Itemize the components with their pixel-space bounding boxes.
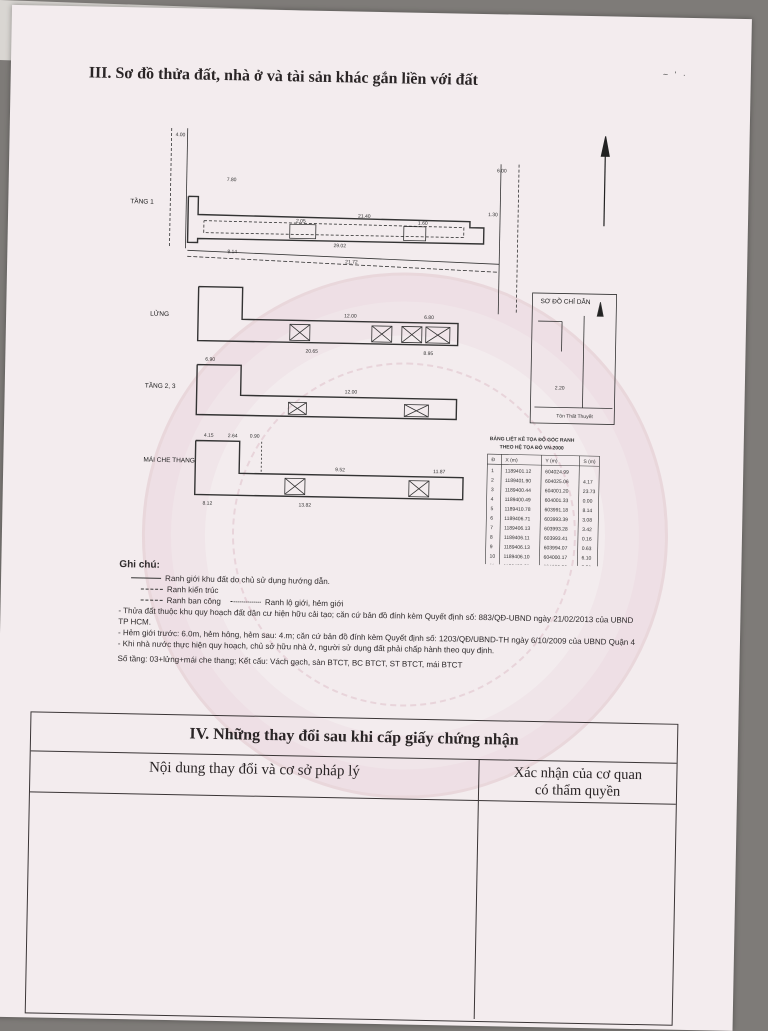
certificate-page: ~ ʹ · III. Sơ đồ thửa đất, nhà ở và tài … [0, 5, 752, 1031]
svg-text:6.80: 6.80 [424, 315, 434, 321]
table-cell: 1189401.90 [505, 478, 531, 485]
table-cell: 604000.17 [543, 555, 567, 561]
table-cell: 603994.07 [544, 545, 568, 551]
north-arrow-icon [600, 136, 610, 226]
table-cell: 1189406.13 [504, 525, 530, 532]
table-cell: 1189401.12 [505, 468, 531, 475]
table-cell: 603991.18 [544, 507, 568, 513]
svg-text:6.00: 6.00 [497, 168, 507, 174]
table-cell: 7 [490, 525, 493, 531]
svg-text:THEO HỆ TỌA ĐỘ VN-2000: THEO HỆ TỌA ĐỘ VN-2000 [500, 442, 564, 451]
table-cell: 9 [490, 544, 493, 550]
table-cell: 6.10 [581, 555, 591, 561]
notes-section: Ghi chú: Ranh giới khu đất do chủ sử dụn… [117, 559, 639, 674]
table-cell: 5 [490, 506, 493, 512]
svg-text:2.20: 2.20 [555, 385, 565, 391]
svg-text:2.64: 2.64 [228, 433, 238, 439]
table-header-cell: X (m) [505, 457, 518, 463]
table-header-cell: Đ [491, 457, 495, 463]
table-cell: 603993.41 [544, 536, 568, 542]
land-plot-diagram: SƠ ĐỒ CHỈ DẪN Tôn Thất Thuyết TẦNG 1 LỬN… [101, 117, 629, 567]
table-cell: 1 [491, 468, 494, 474]
column-header-confirmation: Xác nhận của cơ quan có thẩm quyền [479, 760, 677, 804]
table-cell: 604024.99 [545, 469, 569, 475]
svg-text:6.90: 6.90 [205, 357, 215, 363]
changes-cell [26, 792, 479, 1019]
svg-text:21.40: 21.40 [358, 214, 371, 220]
svg-text:MÁI CHE THANG: MÁI CHE THANG [143, 455, 195, 465]
table-cell: 4.17 [583, 479, 593, 485]
svg-text:SƠ ĐỒ CHỈ DẪN: SƠ ĐỒ CHỈ DẪN [540, 295, 590, 306]
table-cell: 0.63 [582, 546, 592, 552]
table-cell: 3.42 [582, 527, 592, 533]
table-cell: 1189400.49 [505, 497, 531, 504]
svg-text:BẢNG LIỆT KÊ TỌA ĐỘ GÓC RANH: BẢNG LIỆT KÊ TỌA ĐỘ GÓC RANH [490, 434, 575, 444]
table-cell: 604001.33 [545, 498, 569, 504]
svg-text:11.87: 11.87 [433, 469, 445, 475]
svg-text:13.82: 13.82 [298, 502, 311, 508]
table-cell: 6 [490, 516, 493, 522]
svg-text:12.00: 12.00 [345, 389, 358, 395]
svg-text:8.12: 8.12 [202, 501, 212, 507]
table-cell: 1189400.44 [505, 487, 531, 494]
direction-map [530, 293, 616, 425]
table-cell: 1189406.10 [504, 554, 530, 561]
confirmation-line-2: có thẩm quyền [479, 781, 676, 802]
svg-text:12.00: 12.00 [344, 313, 357, 319]
table-cell: 1189406.71 [504, 516, 530, 523]
svg-text:20.65: 20.65 [305, 349, 318, 355]
table-cell: 603993.28 [544, 526, 568, 532]
svg-text:Tôn Thất Thuyết: Tôn Thất Thuyết [556, 413, 593, 420]
svg-text:TẦNG 2, 3: TẦNG 2, 3 [145, 380, 176, 391]
table-cell: 604001.20 [545, 488, 569, 494]
svg-text:0.90: 0.90 [250, 434, 260, 440]
svg-text:1.30: 1.30 [488, 212, 498, 218]
table-cell: 3.08 [582, 517, 592, 523]
svg-text:29.02: 29.02 [333, 243, 346, 249]
table-cell: 604025.06 [545, 479, 569, 485]
table-cell: 603993.39 [544, 517, 568, 523]
table-cell: 23.73 [583, 489, 596, 495]
svg-text:2.05: 2.05 [296, 218, 306, 224]
svg-text:1.60: 1.60 [418, 221, 428, 227]
svg-text:8.95: 8.95 [423, 351, 433, 357]
svg-text:LỬNG: LỬNG [150, 309, 169, 318]
table-cell: 2 [491, 478, 494, 484]
table-header-cell: S (m) [583, 459, 596, 465]
table-cell: 8 [490, 535, 493, 541]
table-cell: 1189406.13 [504, 544, 530, 551]
table-cell: 1189410.78 [504, 506, 530, 513]
table-cell: 4 [491, 497, 494, 503]
table-cell: 1189406.11 [504, 535, 530, 541]
svg-text:TẦNG 1: TẦNG 1 [130, 195, 154, 205]
svg-text:21.72: 21.72 [345, 259, 358, 265]
svg-text:4.15: 4.15 [204, 433, 214, 439]
handwritten-mark: ~ ʹ · [663, 69, 688, 79]
table-cell: 0.00 [583, 498, 593, 504]
svg-text:4.00: 4.00 [176, 132, 186, 138]
section-4-table: IV. Những thay đổi sau khi cấp giấy chứn… [25, 711, 679, 1025]
confirmation-cell [475, 801, 676, 1023]
table-header-cell: Y (m) [545, 458, 558, 464]
table-cell: 3 [491, 487, 494, 493]
section-3-title: III. Sơ đồ thửa đất, nhà ở và tài sản kh… [89, 64, 478, 89]
svg-text:9.52: 9.52 [335, 467, 345, 473]
table-cell: 0.16 [582, 536, 592, 542]
svg-text:7.80: 7.80 [227, 177, 237, 183]
table-cell: 8.14 [582, 508, 592, 514]
svg-text:8.14: 8.14 [227, 249, 237, 255]
table-cell: 10 [490, 554, 496, 560]
